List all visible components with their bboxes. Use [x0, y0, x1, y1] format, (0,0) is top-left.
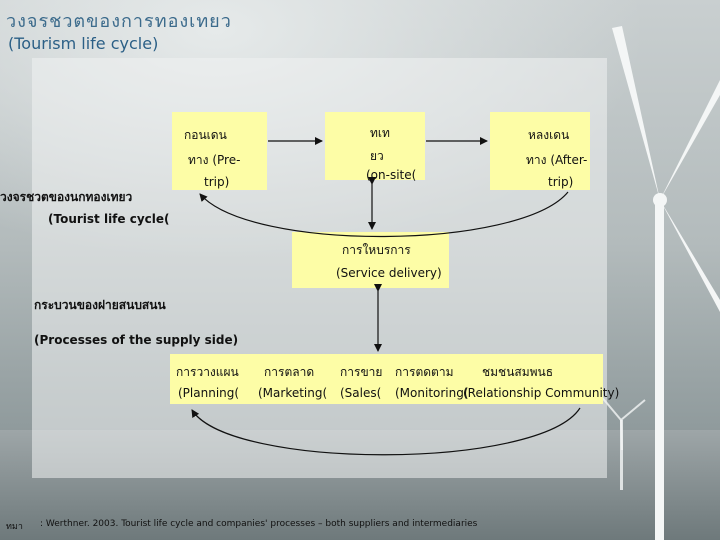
- pre-trip-line2: ทาง (Pre-: [188, 153, 241, 167]
- after-trip-line3: trip): [548, 175, 574, 189]
- supply-side-label-thai: กระบวนของฝายสนบสนน: [34, 298, 166, 312]
- on-site-line1: ทเท: [370, 126, 390, 140]
- supply-item-community-en: (Relationship Community): [463, 386, 620, 400]
- after-trip-box: [490, 112, 590, 190]
- arrow-supply-loop-curve: [191, 407, 581, 456]
- on-site-line3: (on-site(: [366, 168, 417, 182]
- supply-side-label-english: (Processes of the supply side): [34, 333, 239, 347]
- supply-item-marketing-en: (Marketing(: [258, 386, 328, 400]
- supply-item-marketing-th: การตลาด: [264, 365, 315, 379]
- on-site-box: [325, 112, 425, 180]
- supply-item-sales-th: การขาย: [340, 365, 383, 379]
- service-delivery-line2: (Service delivery): [336, 266, 442, 280]
- after-trip-line2: ทาง (After-: [526, 153, 588, 167]
- on-site-line2: ยว: [370, 149, 384, 163]
- pre-trip-box: [172, 112, 267, 190]
- supply-item-sales-en: (Sales(: [340, 386, 382, 400]
- after-trip-line1: หลงเดน: [528, 128, 570, 142]
- arrow-after-to-pre-curve: [199, 191, 569, 238]
- supply-item-planning-th: การวางแผน: [176, 365, 239, 379]
- supply-item-community-th: ชมชนสมพนธ: [482, 365, 554, 379]
- supply-item-monitoring-th: การตดตาม: [395, 365, 454, 379]
- source-label: ทมา: [6, 522, 23, 532]
- service-delivery-line1: การใหบรการ: [342, 243, 411, 257]
- pre-trip-line1: กอนเดน: [184, 128, 227, 142]
- slide-title-thai: วงจรชวตของการทองเทยว: [6, 11, 232, 32]
- service-delivery-box: [292, 232, 449, 288]
- supply-item-monitoring-en: (Monitoring(: [395, 386, 469, 400]
- pre-trip-line3: trip): [204, 175, 230, 189]
- tourist-cycle-label-thai: วงจรชวตของนกทองเทยว: [0, 190, 133, 204]
- supply-item-planning-en: (Planning(: [178, 386, 240, 400]
- source-citation: : Werthner. 2003. Tourist life cycle and…: [40, 519, 478, 529]
- slide-title-english: (Tourism life cycle): [8, 34, 159, 53]
- tourist-cycle-label-english: (Tourist life cycle(: [48, 212, 170, 226]
- supply-processes-box: [170, 354, 603, 404]
